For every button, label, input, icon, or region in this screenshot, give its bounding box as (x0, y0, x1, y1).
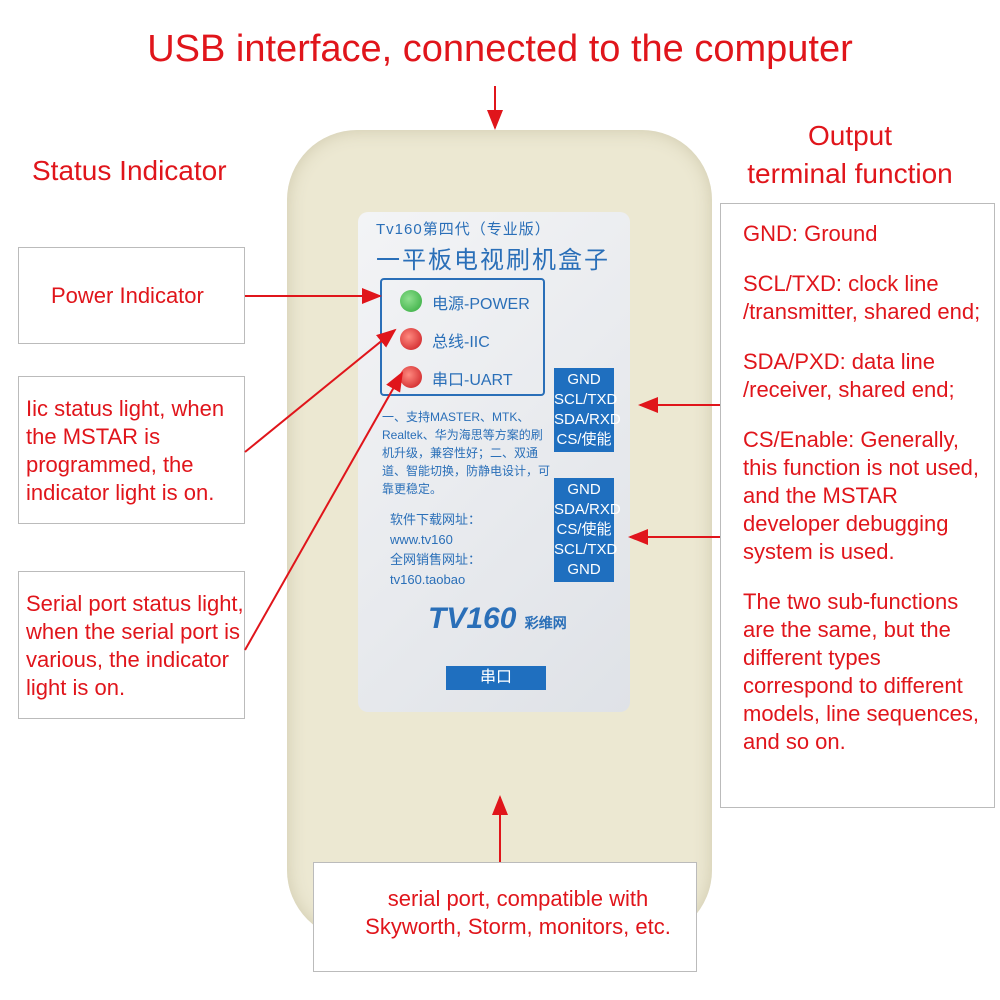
pin-label: GND (567, 481, 601, 498)
pin-label: SDA/RXD (554, 501, 621, 518)
power-led (400, 290, 422, 312)
shop-label: 全网销售网址： (390, 552, 482, 567)
device-name: 一平板电视刷机盒子 (376, 247, 610, 274)
device-label-panel: Tv160第四代（专业版） 一平板电视刷机盒子 电源-POWER 总线-IIC … (358, 212, 630, 712)
iic-status-callout: Iic status light, when the MSTAR is prog… (18, 376, 245, 524)
title: USB interface, connected to the computer (147, 28, 853, 70)
pin-group-2: GND SDA/RXD CS/使能 SCL/TXD GND (554, 478, 621, 582)
note: CS/Enable: Generally, this function is n… (743, 427, 980, 564)
logo-sub: 彩维网 (524, 615, 567, 631)
note: GND: Ground (743, 221, 878, 246)
serial-arrow (244, 371, 403, 651)
note: SCL/TXD: clock line /transmitter, shared… (743, 271, 981, 324)
pin-label: CS/使能 (556, 431, 612, 448)
urls: 软件下载网址： www.tv160 全网销售网址： tv160.taobao (390, 510, 481, 590)
note: SDA/PXD: data line /receiver, shared end… (743, 349, 955, 402)
pin-label: SDA/RXD (554, 411, 621, 428)
led-group: 电源-POWER 总线-IIC 串口-UART (380, 278, 545, 396)
note: The two sub-functions are the same, but … (743, 589, 980, 754)
download-url: www.tv160 (390, 532, 453, 547)
output-heading-line: Output (807, 120, 893, 151)
output-heading-line: terminal function (747, 158, 953, 189)
iic-arrow (244, 328, 397, 453)
power-indicator-callout: Power Indicator (18, 247, 245, 344)
serial-port-label: 串口 (446, 666, 546, 690)
feature-description: 一、支持MASTER、MTK、Realtek、华为海思等方案的刷机升级，兼容性好… (382, 410, 551, 496)
output-terminal-heading: Output terminal function (720, 117, 980, 193)
iic-led (400, 328, 422, 350)
status-indicator-heading: Status Indicator (32, 155, 227, 186)
pin-label: GND (567, 561, 601, 578)
serial-port-callout: serial port, compatible with Skyworth, S… (313, 862, 697, 972)
pin-label: SCL/TXD (554, 391, 618, 408)
tv160-logo: TV160 彩维网 (428, 602, 567, 636)
download-label: 软件下载网址： (390, 512, 482, 527)
iic-led-label: 总线-IIC (432, 334, 490, 351)
pin-label: SCL/TXD (554, 541, 618, 558)
uart-led (400, 366, 422, 388)
shop-url: tv160.taobao (390, 572, 466, 587)
uart-led-label: 串口-UART (432, 372, 513, 389)
serial-status-callout: Serial port status light, when the seria… (18, 571, 245, 719)
power-led-label: 电源-POWER (432, 296, 530, 313)
logo-text: TV160 (428, 602, 517, 635)
device-model: Tv160第四代（专业版） (376, 221, 551, 238)
pin-group-1: GND SCL/TXD SDA/RXD CS/使能 (554, 368, 621, 452)
pin-label: GND (567, 371, 601, 388)
pin-label: CS/使能 (556, 521, 612, 538)
terminal-function-notes: GND: Ground SCL/TXD: clock line /transmi… (720, 203, 995, 808)
